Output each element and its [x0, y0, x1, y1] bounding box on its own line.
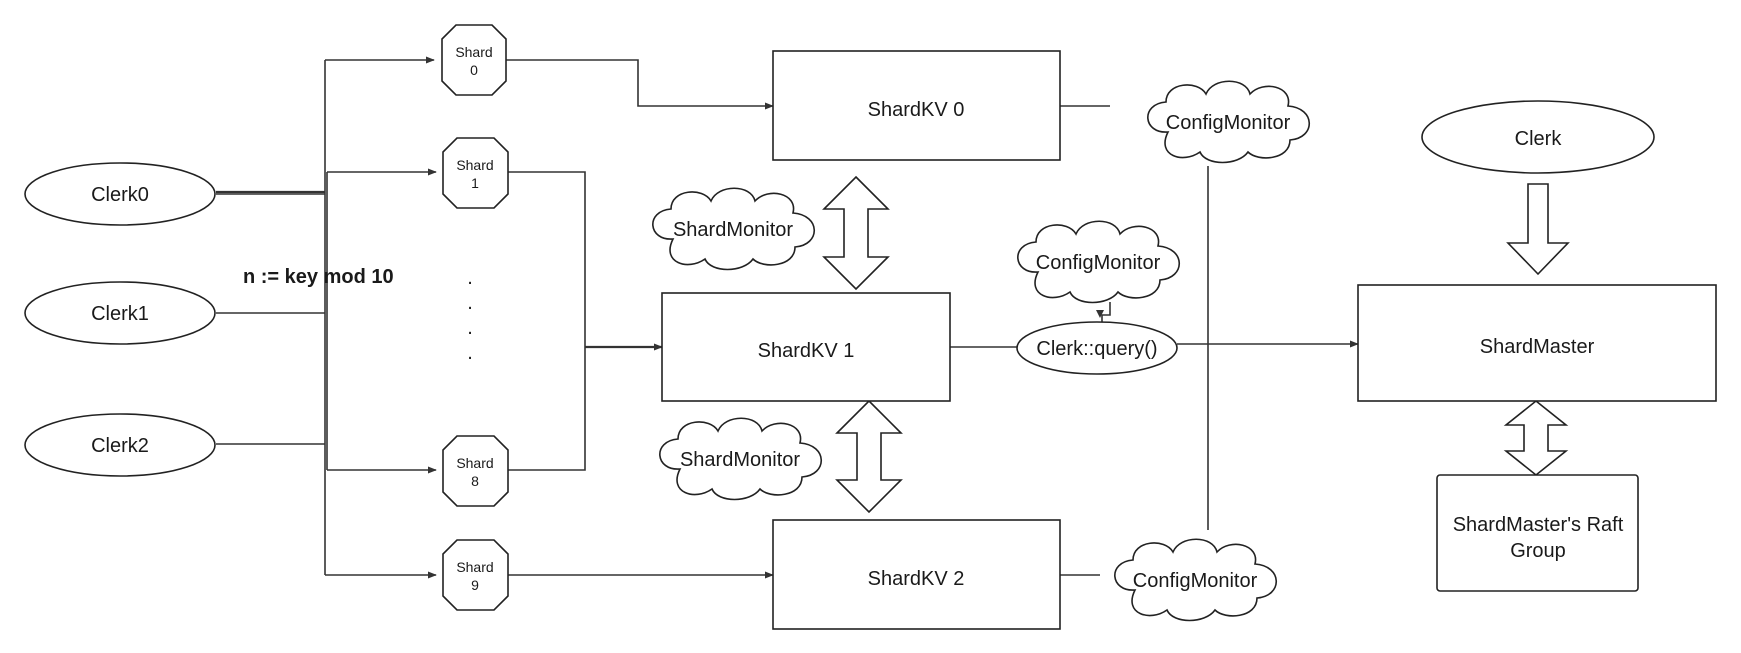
shard-monitor-bottom-label: ShardMonitor — [680, 449, 800, 471]
ellipsis-dot: . — [467, 317, 473, 339]
shard-8: Shard 8 — [442, 435, 509, 507]
clerk1: Clerk1 — [24, 281, 216, 345]
shard-monitor-bottom: ShardMonitor — [659, 417, 823, 501]
shardkv-2-label: ShardKV 2 — [868, 568, 965, 590]
shard-9-number: 9 — [471, 577, 479, 593]
shard-1: Shard 1 — [442, 137, 509, 209]
raft-group-label-line1: ShardMaster's Raft — [1453, 514, 1624, 536]
config-monitor-top-label: ConfigMonitor — [1166, 112, 1291, 134]
shard-monitor-top: ShardMonitor — [652, 187, 816, 271]
double-arrow-master-raft — [1503, 399, 1569, 477]
shardkv-1: ShardKV 1 — [661, 292, 951, 402]
master-clerk: Clerk — [1421, 100, 1655, 174]
shard-monitor-top-label: ShardMonitor — [673, 219, 793, 241]
shard-9: Shard 9 — [442, 539, 509, 611]
routing-label: n := key mod 10 — [243, 266, 394, 288]
ellipsis-dot: . — [467, 267, 473, 289]
ellipsis-dot: . — [467, 292, 473, 314]
clerk2: Clerk2 — [24, 413, 216, 477]
shard-0: Shard 0 — [441, 24, 507, 96]
shard-9-label: Shard — [456, 559, 493, 575]
shard-1-label: Shard — [456, 157, 493, 173]
raft-group: ShardMaster's Raft Group — [1436, 474, 1639, 592]
clerk2-label: Clerk2 — [91, 435, 149, 457]
config-monitor-bottom: ConfigMonitor — [1114, 538, 1278, 622]
raft-group-label-line2: Group — [1510, 540, 1566, 562]
config-monitor-bottom-label: ConfigMonitor — [1133, 570, 1258, 592]
shardkv-0-label: ShardKV 0 — [868, 99, 965, 121]
connector-lines — [216, 56, 1359, 579]
double-arrow-kv0-kv1 — [822, 175, 890, 291]
shard-0-number: 0 — [470, 62, 478, 78]
ellipsis-dot: . — [467, 342, 473, 364]
double-arrow-kv1-kv2 — [835, 399, 903, 514]
clerk-query: Clerk::query() — [1016, 321, 1178, 375]
down-arrow-clerk-master — [1506, 183, 1570, 276]
shard-0-label: Shard — [455, 44, 492, 60]
shard-master: ShardMaster — [1357, 284, 1717, 402]
shard-ellipsis: . . . . — [467, 267, 473, 364]
shard-master-label: ShardMaster — [1480, 336, 1595, 358]
shard-1-number: 1 — [471, 175, 479, 191]
shardkv-0: ShardKV 0 — [772, 50, 1061, 161]
shard-8-label: Shard — [456, 455, 493, 471]
shard-8-number: 8 — [471, 473, 479, 489]
config-monitor-middle: ConfigMonitor — [1017, 220, 1181, 304]
clerk0-label: Clerk0 — [91, 184, 149, 206]
clerk1-label: Clerk1 — [91, 303, 149, 325]
config-monitor-middle-label: ConfigMonitor — [1036, 252, 1161, 274]
config-monitor-top: ConfigMonitor — [1147, 80, 1311, 164]
shardkv-1-label: ShardKV 1 — [758, 340, 855, 362]
clerk0: Clerk0 — [24, 162, 216, 226]
clerk-query-label: Clerk::query() — [1036, 338, 1157, 360]
master-clerk-label: Clerk — [1515, 128, 1563, 150]
shardkv-2: ShardKV 2 — [772, 519, 1061, 630]
